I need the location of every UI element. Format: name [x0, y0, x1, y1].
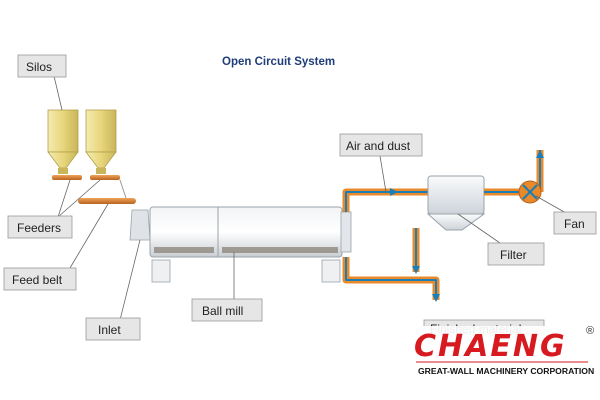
label-silos: Silos: [17, 54, 67, 111]
fan-label: Fan: [564, 217, 585, 231]
inlet-chute: [129, 209, 151, 241]
air-duct: [342, 188, 428, 212]
finished-material-duct: [342, 228, 440, 302]
ball-mill-label: Ball mill: [202, 304, 243, 318]
feeders-label: Feeders: [17, 221, 61, 235]
feed-belt: [78, 198, 136, 204]
registered-mark: ®: [586, 325, 594, 337]
fan-icon: [518, 180, 542, 204]
silo-left: [47, 109, 79, 174]
exhaust-duct: [484, 150, 544, 196]
label-filter: Filter: [457, 213, 545, 266]
brand-logo: CHAENG ® GREAT-WALL MACHINERY CORPORATIO…: [404, 325, 600, 400]
inlet-label: Inlet: [98, 323, 121, 337]
air-and-dust-label: Air and dust: [346, 139, 411, 153]
label-air-and-dust: Air and dust: [339, 133, 423, 193]
label-fan: Fan: [535, 195, 597, 235]
feeders: [52, 175, 127, 199]
logo-text: CHAENG: [414, 329, 567, 364]
silos-label: Silos: [26, 60, 52, 74]
silo-right: [85, 109, 117, 174]
label-feeders: Feeders: [7, 179, 101, 239]
label-feed-belt: Feed belt: [3, 203, 109, 291]
diagram-title: Open Circuit System: [222, 56, 335, 68]
silos: [47, 109, 117, 174]
corporation-name: GREAT-WALL MACHINERY CORPORATION: [418, 366, 594, 376]
filter-label: Filter: [500, 248, 527, 262]
feed-belt-label: Feed belt: [12, 273, 63, 287]
label-ball-mill: Ball mill: [191, 252, 263, 322]
label-inlet: Inlet: [85, 239, 141, 341]
filter: [426, 175, 486, 231]
ball-mill: [149, 206, 352, 283]
